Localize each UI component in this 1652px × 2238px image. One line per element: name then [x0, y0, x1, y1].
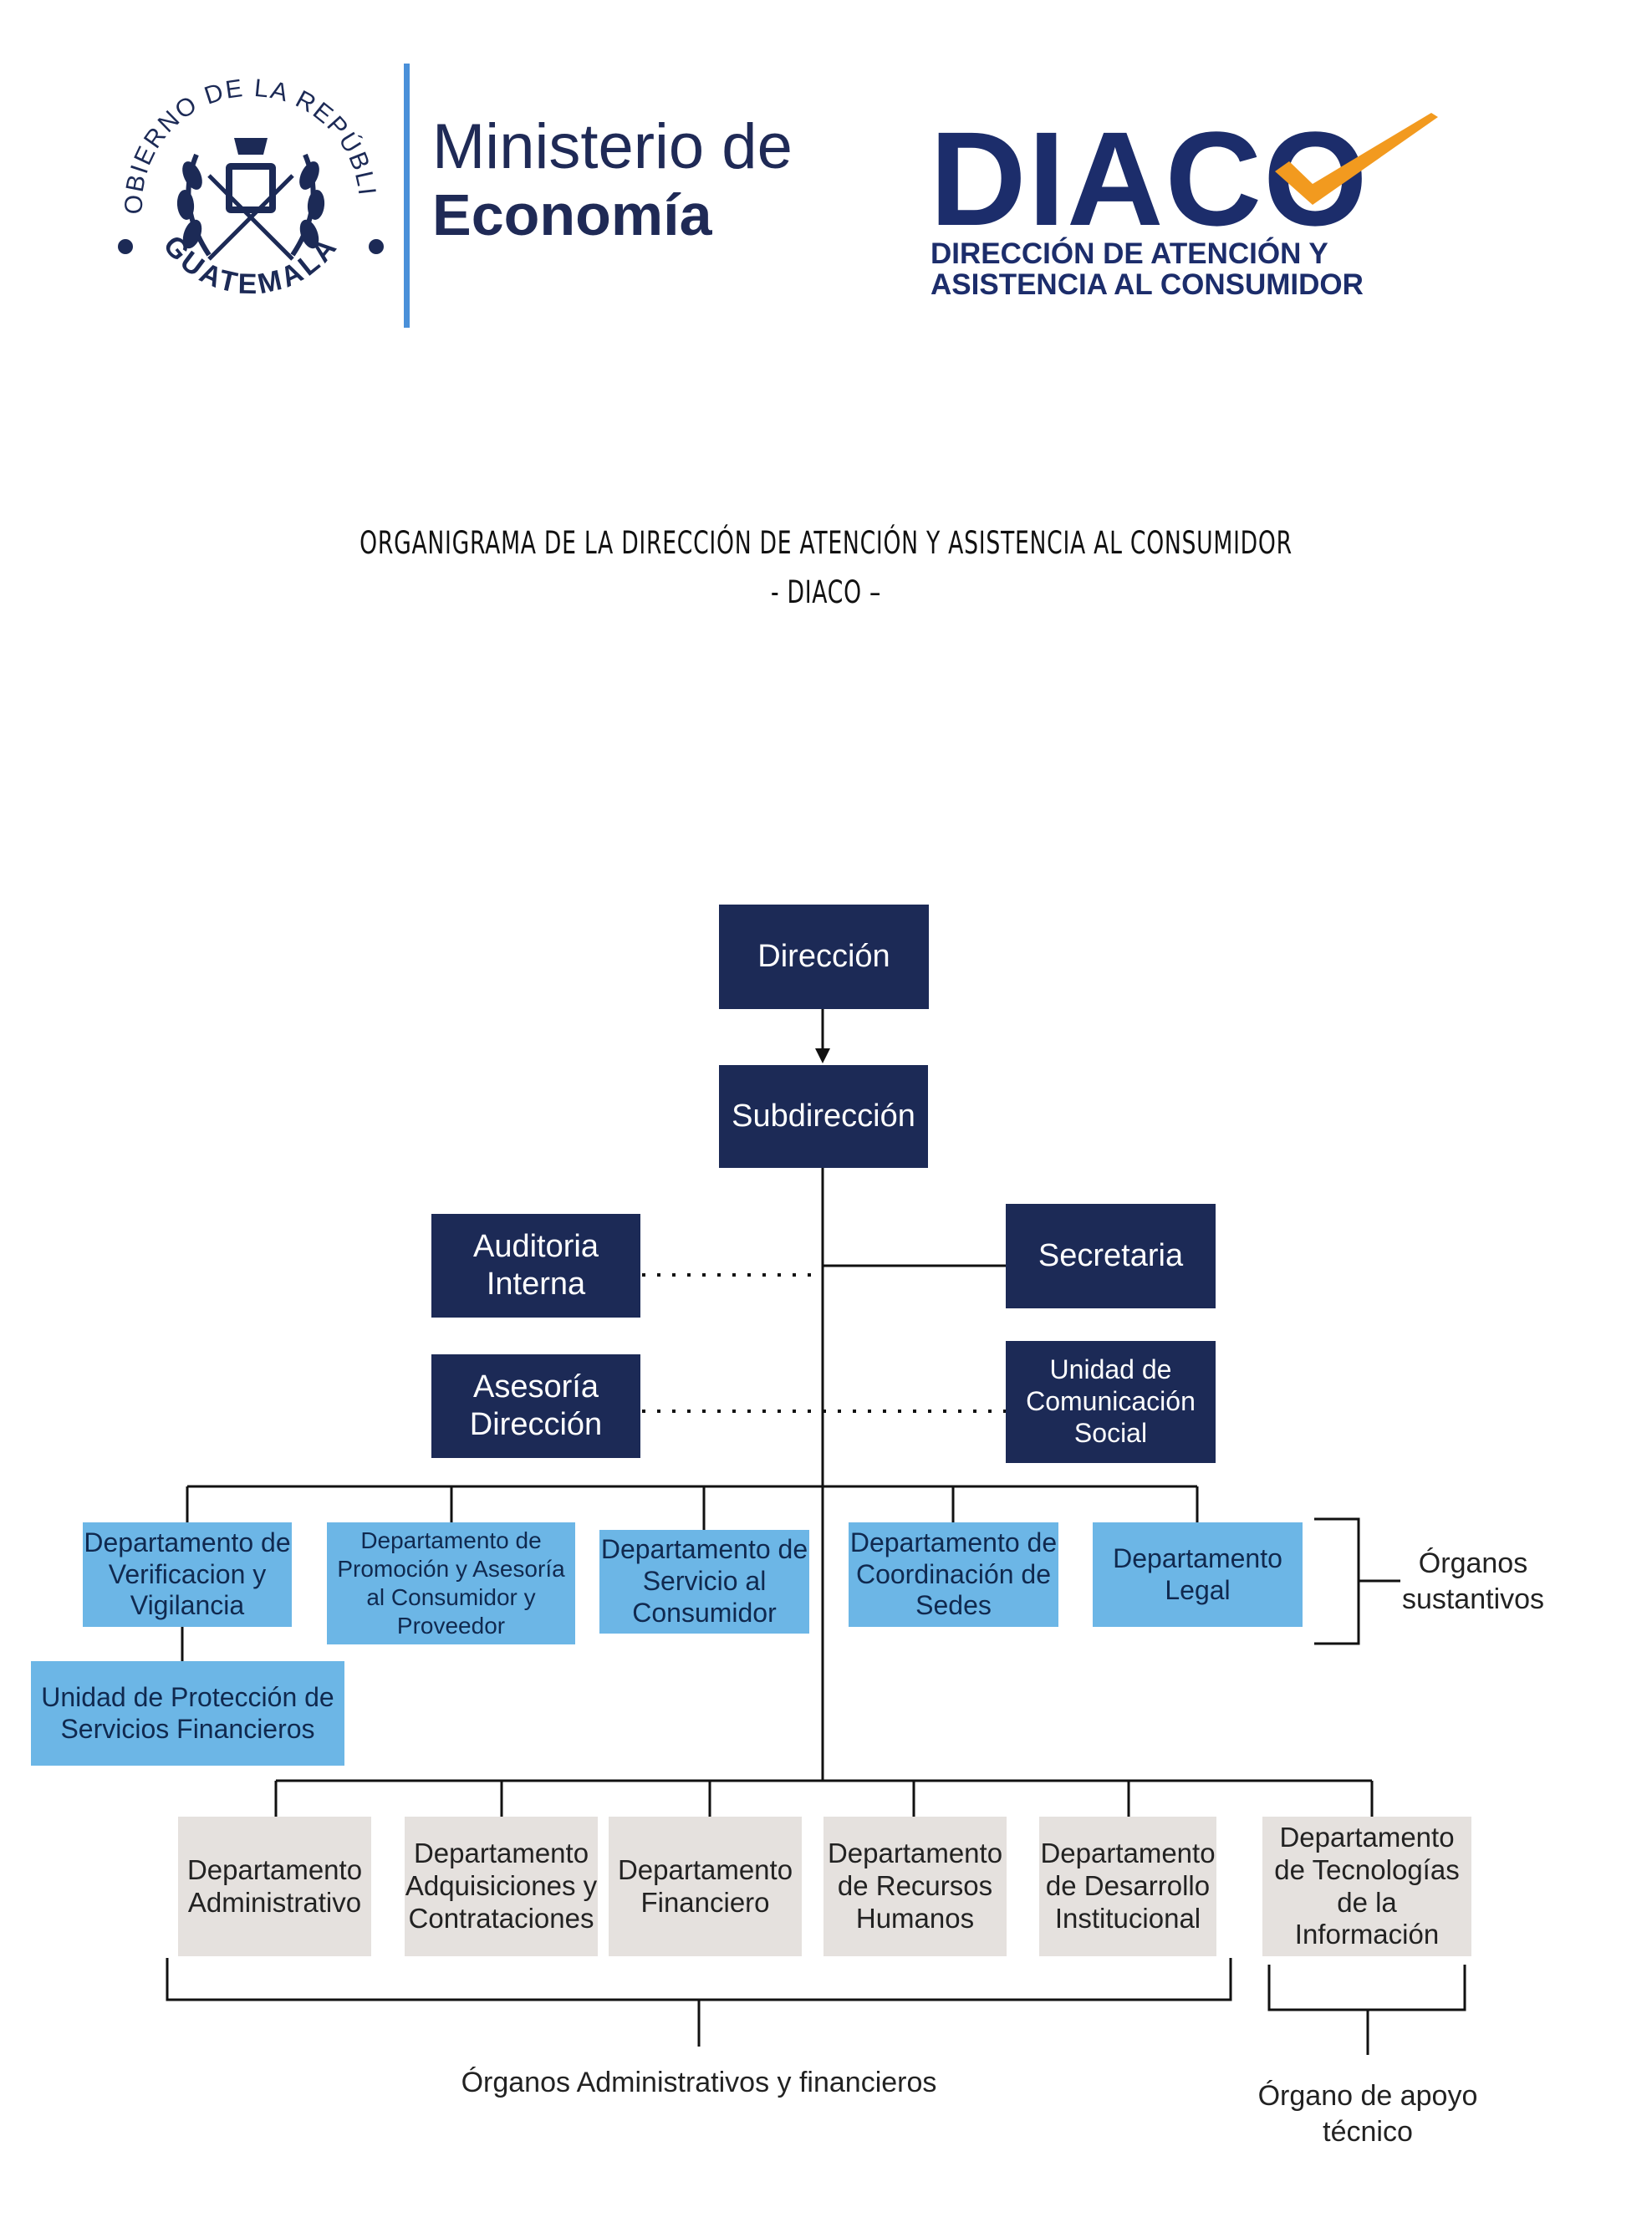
box-depto-desarrollo-institucional: Departamento de Desarrollo Institucional [1039, 1817, 1216, 1956]
box-depto-coordinacion-sedes: Departamento de Coordinación de Sedes [849, 1522, 1058, 1627]
box-unidad-comunicacion-social: Unidad de Comunicación Social [1006, 1341, 1216, 1463]
ministry-name-line2: Economía [432, 182, 712, 247]
box-depto-administrativo: Departamento Administrativo [178, 1817, 371, 1956]
ministry-name-line1: Ministerio de [432, 111, 793, 182]
box-depto-promocion: Departamento de Promoción y Asesoría al … [327, 1522, 575, 1644]
box-auditoria-interna: Auditoria Interna [431, 1214, 640, 1318]
label-organos-sustantivos: Órganos sustantivos [1401, 1547, 1545, 1615]
guatemala-seal-logo: GOBIERNO DE LA REPÚBLICA GUATEMALA [109, 59, 384, 300]
ministry-divider-bar [404, 64, 410, 328]
box-depto-tecnologias-informacion: Departamento de Tecnologías de la Inform… [1262, 1817, 1471, 1956]
box-asesoria-direccion: Asesoría Dirección [431, 1354, 640, 1458]
box-depto-recursos-humanos: Departamento de Recursos Humanos [823, 1817, 1007, 1956]
diaco-checkmark-icon [1275, 113, 1438, 205]
box-subdireccion: Subdirección [719, 1065, 928, 1168]
chart-subtitle: - DIACO – [770, 574, 882, 610]
box-direccion: Dirección [719, 905, 929, 1009]
label-organo-apoyo-tecnico: Órgano de apoyo técnico [1257, 2080, 1478, 2148]
label-organos-administrativos: Órganos Administrativos y financieros [461, 2067, 937, 2098]
box-depto-adquisiciones: Departamento Adquisiciones y Contratacio… [405, 1817, 598, 1956]
diaco-subtitle-line2: ASISTENCIA AL CONSUMIDOR [931, 268, 1364, 301]
box-unidad-proteccion-servicios-financieros: Unidad de Protección de Servicios Financ… [31, 1661, 344, 1766]
diaco-subtitle-line1: DIRECCIÓN DE ATENCIÓN Y [931, 237, 1328, 270]
box-depto-financiero: Departamento Financiero [609, 1817, 802, 1956]
box-secretaria: Secretaria [1006, 1204, 1216, 1308]
box-depto-legal: Departamento Legal [1093, 1522, 1303, 1627]
box-depto-verificacion: Departamento de Verificacion y Vigilanci… [83, 1522, 292, 1627]
box-depto-servicio-consumidor: Departamento de Servicio al Consumidor [599, 1530, 809, 1634]
chart-title: ORGANIGRAMA DE LA DIRECCIÓN DE ATENCIÓN … [359, 525, 1293, 561]
